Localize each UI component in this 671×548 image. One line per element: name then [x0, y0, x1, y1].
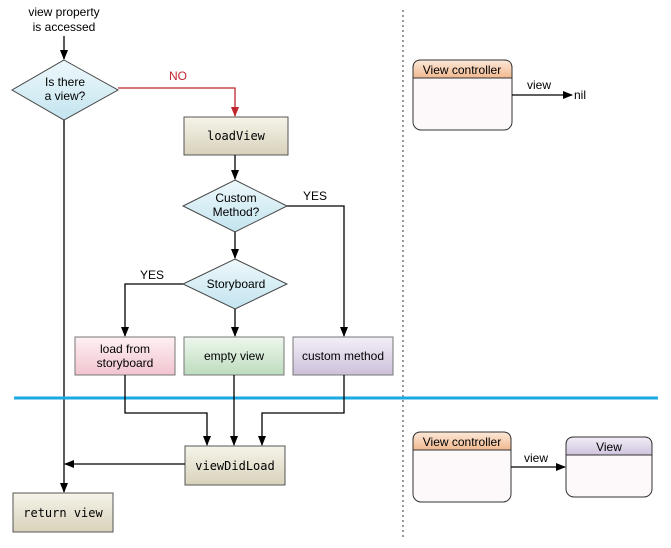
decision-has-view: Is there a view?: [10, 59, 120, 121]
yes-custom-label: YES: [303, 189, 327, 203]
view-did-load-box: viewDidLoad: [184, 445, 286, 486]
empty-view-box: empty view: [183, 336, 285, 376]
empty-view-label: empty view: [204, 349, 264, 363]
view-did-load-label: viewDidLoad: [195, 459, 274, 473]
view-object-title: View: [596, 440, 622, 454]
arrow-custom-yes: [287, 205, 348, 337]
storyboard-box-line2: storyboard: [97, 356, 154, 370]
storyboard-box-line1: load from: [100, 342, 150, 356]
decision-custom-line1: Custom: [215, 191, 256, 205]
decision-storyboard-label: Storyboard: [207, 277, 266, 291]
top-view-controller: View controller: [412, 59, 513, 131]
view-object: View: [565, 436, 653, 498]
return-view-label: return view: [23, 506, 103, 520]
decision-custom-method: Custom Method?: [181, 179, 289, 233]
no-label: NO: [169, 69, 187, 83]
start-text-line1: view property: [28, 5, 99, 19]
nil-label: nil: [574, 88, 586, 102]
decision-storyboard: Storyboard: [181, 258, 289, 310]
bottom-edge-label: view: [524, 451, 548, 465]
decision-custom-line2: Method?: [213, 205, 260, 219]
decision-has-view-line2: a view?: [45, 89, 86, 103]
start-text-line2: is accessed: [33, 20, 96, 34]
arrow-storyboard-to-viewdidload: [124, 375, 211, 446]
bottom-view-controller: View controller: [412, 431, 512, 503]
arrow-custom-to-viewdidload: [258, 375, 345, 446]
decision-has-view-line1: Is there: [45, 75, 85, 89]
return-view-box: return view: [12, 492, 114, 533]
load-from-storyboard-box: load from storyboard: [74, 336, 176, 376]
arrow-storyboard-yes: [121, 283, 183, 337]
arrow-no: [118, 87, 239, 117]
yes-storyboard-label: YES: [140, 268, 164, 282]
load-view-box: loadView: [183, 116, 289, 156]
top-vc-title: View controller: [423, 63, 501, 77]
top-edge-label: view: [527, 78, 551, 92]
load-view-label: loadView: [207, 129, 266, 143]
bottom-vc-title: View controller: [423, 435, 501, 449]
custom-method-label: custom method: [302, 349, 384, 363]
custom-method-box: custom method: [292, 336, 394, 376]
